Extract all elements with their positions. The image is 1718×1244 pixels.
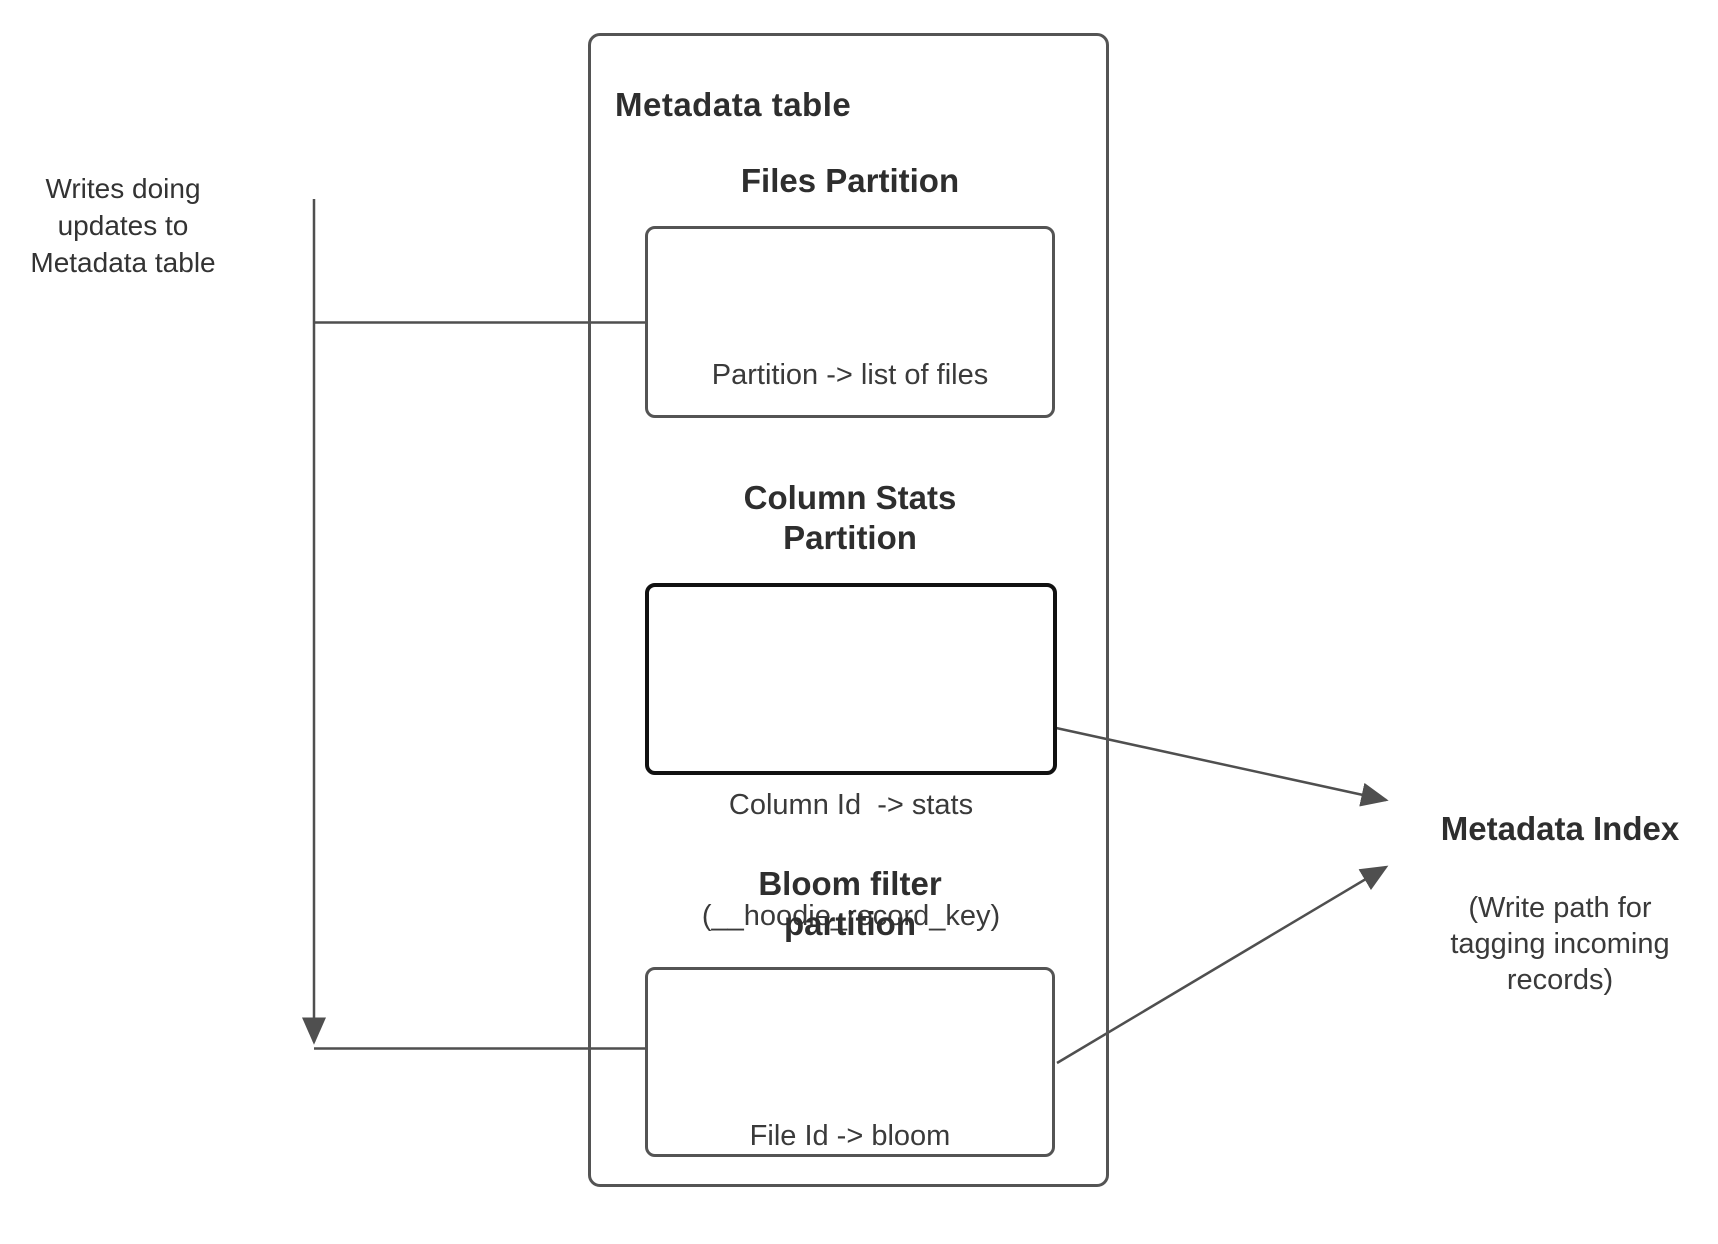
files-partition-heading: Files Partition bbox=[740, 162, 960, 199]
files-partition-box: Partition -> list of files bbox=[645, 226, 1055, 418]
metadata-index-title: Metadata Index bbox=[1440, 810, 1680, 847]
bloom-heading-line: Bloom filter bbox=[758, 865, 942, 902]
metadata-table-container bbox=[588, 33, 1109, 1187]
writes-note-line: updates to bbox=[57, 210, 189, 241]
metadata-index-subtitle-line: records) bbox=[1506, 964, 1614, 996]
column-stats-body-line: Column Id -> stats bbox=[728, 789, 974, 821]
column-stats-heading-line: Column Stats bbox=[743, 479, 957, 516]
metadata-table-title: Metadata table bbox=[615, 86, 852, 123]
column-stats-partition-box: Column Id -> stats (__hoodie_record_key) bbox=[645, 583, 1057, 932]
writes-note-line: Writes doing bbox=[45, 173, 201, 204]
column-stats-body-line: (__hoodie_record_key) bbox=[701, 900, 1001, 932]
writes-note: Writes doing updates to Metadata table bbox=[12, 170, 234, 281]
metadata-index-subtitle: (Write path for tagging incoming records… bbox=[1395, 890, 1718, 998]
metadata-index-block: Metadata Index (Write path for tagging i… bbox=[1395, 810, 1718, 998]
column-stats-partition-heading: Column Stats Partition bbox=[645, 478, 1055, 558]
writes-note-line: Metadata table bbox=[30, 247, 216, 278]
bloom-heading-line: partition bbox=[784, 905, 916, 942]
bloom-filter-partition-heading: Bloom filter partition bbox=[645, 864, 1055, 944]
metadata-index-subtitle-line: (Write path for bbox=[1468, 892, 1652, 924]
bloom-filter-partition-body: File Id -> bloom bbox=[749, 1120, 951, 1152]
files-partition-body: Partition -> list of files bbox=[711, 359, 989, 391]
metadata-index-subtitle-line: tagging incoming bbox=[1450, 928, 1670, 960]
column-stats-heading-line: Partition bbox=[783, 519, 917, 556]
bloom-filter-partition-box: File Id -> bloom bbox=[645, 967, 1055, 1157]
